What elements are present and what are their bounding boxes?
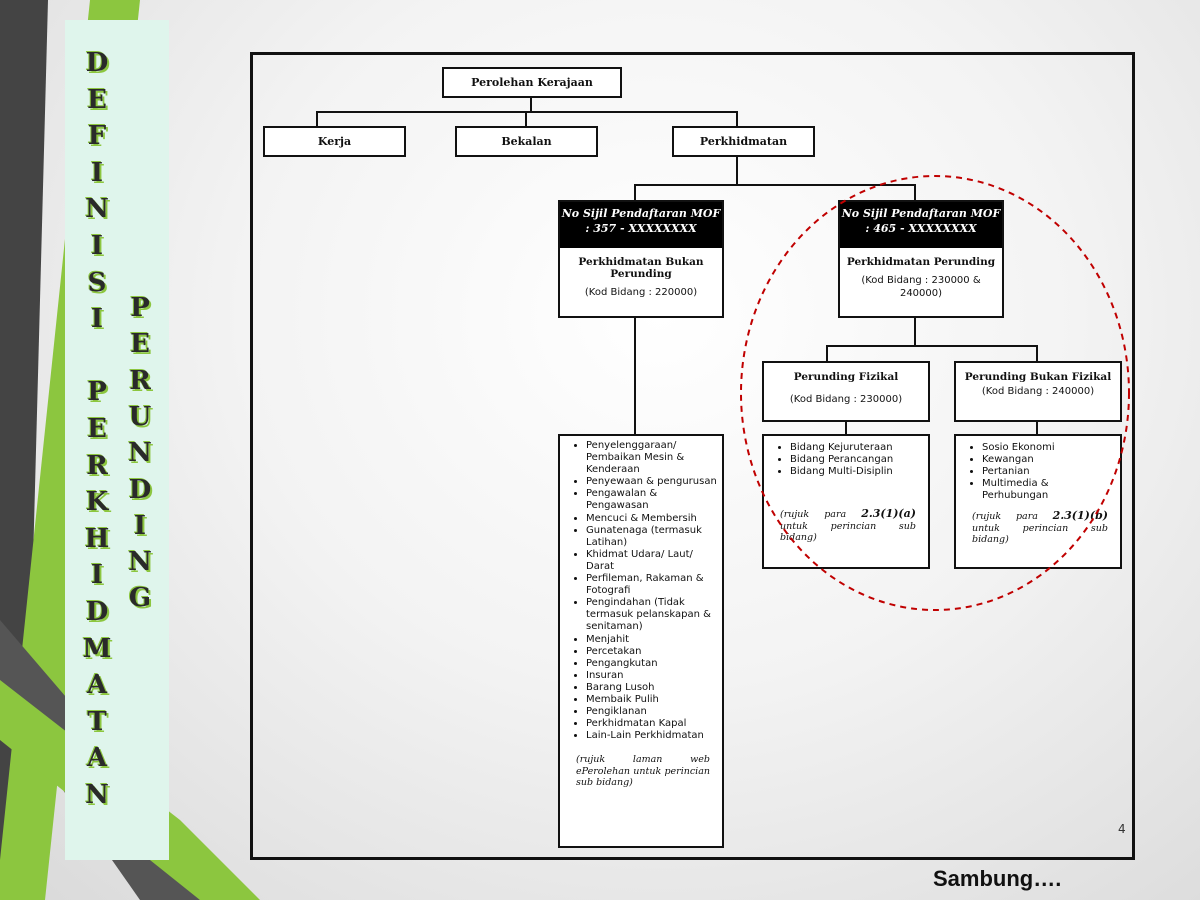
bekalan-label: Bekalan [501,135,552,148]
title-letter: P [130,293,150,323]
title-letter: N [85,780,109,810]
title-letter: D [128,474,152,505]
list-item: Multimedia & Perhubungan [982,478,1116,502]
fizikal-list: Bidang KejuruteraanBidang PerancanganBid… [764,436,928,478]
bukan-fizikal-note-ref: 2.3(1)(b) [1052,509,1108,523]
title-letter: I [90,231,104,261]
list-item: Perfileman, Rakaman & Fotografi [586,573,718,597]
title-letter: S [87,267,107,298]
title-letter: E [87,84,107,115]
fizikal-note-prefix: (rujuk para [780,509,847,521]
root-node: Perolehan Kerajaan [442,67,622,98]
title-letter: A [86,670,108,701]
title-letter: U [128,401,152,432]
title-letter: I [90,157,104,188]
fizikal-list-box: Bidang KejuruteraanBidang PerancanganBid… [762,434,930,569]
list-item: Pengawalan & Pengawasan [586,488,718,512]
title-letter: I [90,304,104,335]
list-item: Percetakan [586,646,718,658]
list-item: Insuran [586,670,718,682]
node-bekalan: Bekalan [455,126,598,157]
page-number: 4 [1118,822,1126,836]
title-letter: D [85,597,109,627]
list-item: Gunatenaga (termasuk Latihan) [586,525,718,549]
list-item: Mencuci & Membersih [586,513,718,525]
title-letter: H [84,523,110,554]
node-perunding: No Sijil Pendaftaran MOF : 465 - XXXXXXX… [838,200,1004,318]
title-letter: R [129,365,151,396]
title-letter: N [128,547,152,578]
list-item: Pengiklanan [586,706,718,718]
bukan-perunding-list: Penyelenggaraan/ Pembaikan Mesin & Kende… [560,436,722,742]
title-letter: F [87,121,107,152]
list-item: Sosio Ekonomi [982,442,1116,454]
list-item: Lain-Lain Perkhidmatan [586,730,718,742]
perunding-kod: (Kod Bidang : 230000 & 240000) [861,275,981,299]
mof-465-header: No Sijil Pendaftaran MOF : 465 - XXXXXXX… [840,202,1002,248]
list-item: Bidang Perancangan [790,454,924,466]
kerja-label: Kerja [317,135,352,148]
node-perkhidmatan: Perkhidmatan [672,126,815,157]
mof-357-header: No Sijil Pendaftaran MOF : 357 - XXXXXXX… [560,202,722,248]
title-letter: K [85,487,109,518]
list-item: Membaik Pulih [586,694,718,706]
bukan-perunding-kod: (Kod Bidang : 220000) [584,287,698,298]
title-letter: R [86,450,108,481]
title-letter: T [87,706,107,737]
continue-label: Sambung…. [933,866,1062,891]
bukan-fizikal-note: (rujuk para 2.3(1)(b) untuk perincian su… [956,510,1120,546]
bukan-perunding-list-box: Penyelenggaraan/ Pembaikan Mesin & Kende… [558,434,724,848]
node-bukan-perunding: No Sijil Pendaftaran MOF : 357 - XXXXXXX… [558,200,724,318]
title-letter: M [82,633,112,664]
bukan-fizikal-list-box: Sosio EkonomiKewanganPertanianMultimedia… [954,434,1122,569]
list-item: Pertanian [982,466,1116,478]
title-letter: E [130,329,150,360]
bukan-fizikal-title: Perunding Bukan Fizikal [964,371,1112,383]
title-letter: G [128,583,152,614]
fizikal-note: (rujuk para 2.3(1)(a) untuk perincian su… [764,508,928,544]
list-item: Penyewaan & pengurusan [586,476,718,488]
title-letter: A [86,743,108,774]
title-letter: D [85,48,109,78]
list-item: Kewangan [982,454,1116,466]
bukan-perunding-note: (rujuk laman web ePerolehan untuk perinc… [576,754,710,789]
root-label: Perolehan Kerajaan [471,76,593,89]
title-letter: E [87,414,107,444]
fizikal-note-ref: 2.3(1)(a) [861,507,916,521]
bukan-fizikal-note-suffix: untuk perincian sub bidang) [972,522,1108,546]
node-perunding-bukan-fizikal: Perunding Bukan Fizikal (Kod Bidang : 24… [954,361,1122,422]
list-item: Bidang Kejuruteraan [790,442,924,454]
title-letter: I [133,510,147,541]
node-perunding-fizikal: Perunding Fizikal (Kod Bidang : 230000) [762,361,930,422]
title-letter: N [85,194,109,225]
list-item: Penyelenggaraan/ Pembaikan Mesin & Kende… [586,440,718,476]
list-item: Bidang Multi-Disiplin [790,466,924,478]
list-item: Menjahit [586,634,718,646]
fizikal-title: Perunding Fizikal [793,371,899,383]
bukan-fizikal-list: Sosio EkonomiKewanganPertanianMultimedia… [956,436,1120,502]
bukan-fizikal-note-prefix: (rujuk para [972,511,1038,523]
bukan-perunding-title: Perkhidmatan Bukan Perunding [578,256,704,280]
fizikal-kod: (Kod Bidang : 230000) [789,394,903,405]
title-letter: I [90,560,104,591]
title-letter: N [128,438,152,469]
diagram-frame [250,52,1135,860]
perunding-title: Perkhidmatan Perunding [846,256,996,268]
bukan-fizikal-kod: (Kod Bidang : 240000) [981,386,1095,397]
list-item: Barang Lusoh [586,682,718,694]
list-item: Pengindahan (Tidak termasuk pelanskapan … [586,597,718,633]
list-item: Perkhidmatan Kapal [586,718,718,730]
fizikal-note-suffix: untuk perincian sub bidang) [780,520,916,544]
list-item: Khidmat Udara/ Laut/ Darat [586,549,718,573]
perkhidmatan-label: Perkhidmatan [699,135,788,148]
list-item: Pengangkutan [586,658,718,670]
node-kerja: Kerja [263,126,406,157]
title-letter: P [87,377,107,408]
